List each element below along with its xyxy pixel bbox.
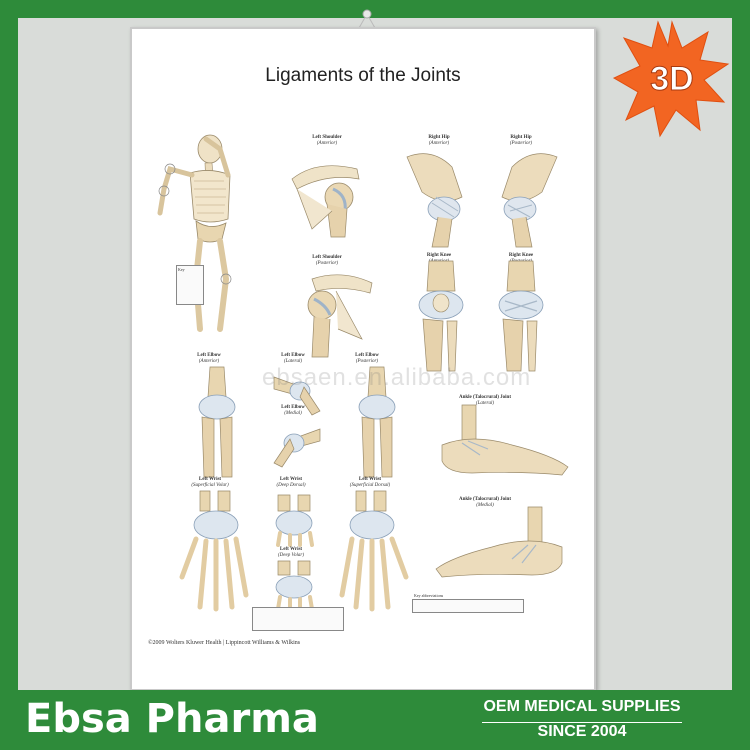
panel-view-text: (Posterior) bbox=[509, 141, 533, 146]
panel-title: Right Hip (Posterior) bbox=[496, 135, 546, 147]
panel-title: Left Wrist (Deep Volar) bbox=[266, 547, 316, 559]
panel-title: Left Elbow (Anterior) bbox=[184, 353, 234, 365]
slogan-divider bbox=[482, 722, 682, 723]
elbow-lateral-illustration bbox=[273, 376, 321, 416]
panel-view-text: (Anterior) bbox=[316, 141, 338, 146]
panel-title: Left Elbow (Posterior) bbox=[342, 353, 392, 365]
key-abbreviations-box bbox=[412, 599, 524, 613]
panel-title-text: Ankle (Talocrural) Joint bbox=[458, 497, 512, 502]
key-label-left: Key bbox=[178, 267, 185, 272]
footer-banner bbox=[0, 690, 750, 750]
panel-title-text: Left Elbow bbox=[281, 405, 305, 410]
panel-title-text: Left Wrist bbox=[279, 547, 303, 552]
panel-title-text: Left Wrist bbox=[279, 477, 303, 482]
panel-title: Ankle (Talocrural) Joint (Medial) bbox=[450, 497, 520, 509]
key-box-wrist bbox=[252, 607, 344, 631]
panel-title-text: Left Wrist bbox=[358, 477, 382, 482]
knee-posterior-illustration bbox=[498, 260, 544, 372]
poster-hanger-hook bbox=[358, 9, 376, 29]
panel-title-text: Left Shoulder bbox=[312, 255, 342, 260]
watermark-text: ebsaen.en.alibaba.com bbox=[262, 364, 532, 391]
panel-view-text: (Superficial Volar) bbox=[191, 483, 229, 488]
knee-anterior-illustration bbox=[418, 260, 464, 372]
copyright-text: ©2009 Wolters Kluwer Health | Lippincott… bbox=[148, 640, 301, 646]
brand-name: Ebsa Pharma bbox=[25, 696, 319, 742]
panel-title-text: Left Elbow bbox=[197, 353, 221, 358]
panel-view-text: (Anterior) bbox=[428, 141, 450, 146]
elbow-medial-illustration bbox=[273, 428, 321, 468]
panel-view-text: (Posterior) bbox=[315, 261, 339, 266]
hip-posterior-illustration bbox=[501, 153, 558, 248]
wrist-superficial-dorsal-illustration bbox=[339, 490, 409, 612]
starburst-shape bbox=[612, 20, 730, 138]
panel-title-text: Left Elbow bbox=[355, 353, 379, 358]
wrist-deep-dorsal-illustration bbox=[275, 494, 314, 547]
panel-title-text: Ankle (Talocrural) Joint bbox=[458, 395, 512, 400]
panel-title: Left Wrist (Superficial Dorsal) bbox=[340, 477, 400, 489]
ankle-medial-illustration bbox=[435, 506, 563, 578]
panel-view-text: (Anterior) bbox=[198, 359, 220, 364]
panel-title-text: Left Shoulder bbox=[312, 135, 342, 140]
panel-title: Left Elbow (Lateral) bbox=[268, 353, 318, 365]
green-frame-top bbox=[0, 0, 750, 18]
3d-starburst-badge: 3D bbox=[612, 20, 730, 138]
panel-title: Left Shoulder (Posterior) bbox=[302, 255, 352, 267]
panel-view-text: (Posterior) bbox=[355, 359, 379, 364]
slogan-top: OEM MEDICAL SUPPLIES bbox=[483, 698, 681, 715]
anatomy-poster: Ligaments of the Joints Key Left Shoulde… bbox=[130, 27, 596, 691]
panel-view-text: (Lateral) bbox=[283, 359, 303, 364]
panel-title-text: Right Hip bbox=[510, 135, 532, 140]
panel-title-text: Right Knee bbox=[508, 253, 534, 258]
panel-view-text: (Deep Volar) bbox=[278, 553, 304, 558]
shoulder-posterior-illustration bbox=[307, 274, 373, 358]
elbow-posterior-illustration bbox=[358, 366, 396, 478]
panel-title: Left Wrist (Deep Dorsal) bbox=[266, 477, 316, 489]
shoulder-anterior-illustration bbox=[291, 165, 360, 238]
key-abbreviations-label: Key abbreviations bbox=[414, 593, 444, 598]
key-box-left bbox=[176, 265, 204, 305]
panel-view-text: (Medial) bbox=[476, 503, 494, 508]
panel-title: Right Hip (Anterior) bbox=[414, 135, 464, 147]
panel-title-text: Left Elbow bbox=[281, 353, 305, 358]
wrist-superficial-volar-illustration bbox=[179, 490, 249, 612]
green-frame-left bbox=[0, 0, 18, 750]
hip-anterior-illustration bbox=[406, 153, 463, 248]
slogan-bottom: SINCE 2004 bbox=[537, 723, 627, 740]
panel-view-text: (Deep Dorsal) bbox=[276, 483, 306, 488]
panel-title-text: Left Wrist bbox=[198, 477, 222, 482]
panel-title: Left Shoulder (Anterior) bbox=[302, 135, 352, 147]
elbow-anterior-illustration bbox=[198, 366, 236, 478]
panel-title: Left Elbow (Medial) bbox=[268, 405, 318, 417]
ankle-lateral-illustration bbox=[441, 404, 569, 476]
panel-view-text: (Lateral) bbox=[475, 401, 495, 406]
panel-title-text: Right Knee bbox=[426, 253, 452, 258]
panel-title: Left Wrist (Superficial Volar) bbox=[180, 477, 240, 489]
panel-view-text: (Medial) bbox=[284, 411, 302, 416]
panel-view-text: (Superficial Dorsal) bbox=[349, 483, 391, 488]
wrist-deep-volar-illustration bbox=[275, 560, 314, 611]
panel-title-text: Right Hip bbox=[428, 135, 450, 140]
green-frame-right bbox=[732, 0, 750, 690]
poster-title: Ligaments of the Joints bbox=[265, 65, 461, 86]
skeleton-figure-illustration bbox=[157, 134, 232, 332]
badge-label: 3D bbox=[650, 60, 693, 98]
panel-title: Ankle (Talocrural) Joint (Lateral) bbox=[450, 395, 520, 407]
